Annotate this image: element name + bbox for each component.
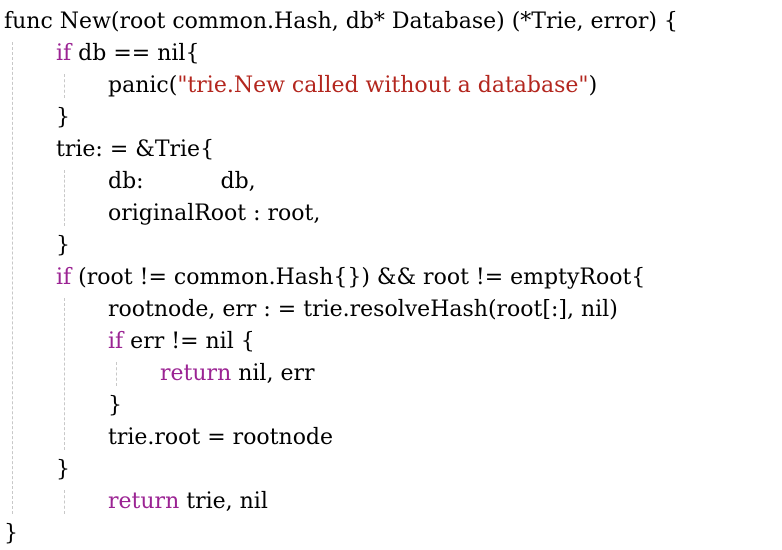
code-token: }	[56, 457, 70, 482]
code-line: }	[56, 102, 70, 134]
code-line: func New(root common.Hash, db* Database)…	[4, 6, 678, 38]
indent-guide	[64, 170, 65, 226]
code-line: if (root != common.Hash{}) && root != em…	[56, 262, 645, 294]
code-token: nil, err	[231, 361, 315, 386]
code-line: }	[108, 390, 122, 422]
code-token: originalRoot : root,	[108, 201, 321, 226]
keyword-token: return	[108, 489, 180, 514]
string-token: "trie.New called without a database"	[177, 73, 589, 98]
code-line: return trie, nil	[108, 486, 268, 518]
code-line: }	[56, 454, 70, 486]
code-line: trie.root = rootnode	[108, 422, 333, 454]
code-token: func New(root common.Hash, db* Database)…	[4, 9, 678, 34]
code-token: }	[56, 233, 70, 258]
indent-guide	[64, 490, 65, 514]
code-line: trie: = &Trie{	[56, 134, 214, 166]
code-line: originalRoot : root,	[108, 198, 320, 230]
code-line: }	[4, 518, 18, 550]
indent-guide	[116, 362, 117, 386]
code-token: trie: = &Trie{	[56, 137, 215, 162]
code-token: rootnode, err : = trie.resolveHash(root[…	[108, 297, 618, 322]
code-line: panic("trie.New called without a databas…	[108, 70, 597, 102]
indent-guide	[64, 298, 65, 450]
keyword-token: if	[108, 329, 124, 354]
code-line: return nil, err	[160, 358, 315, 390]
keyword-token: return	[160, 361, 232, 386]
code-line: if err != nil {	[108, 326, 255, 358]
code-token: panic(	[108, 73, 178, 98]
code-line: if db == nil{	[56, 38, 199, 70]
code-line: db: db,	[108, 166, 256, 198]
code-token: }	[4, 521, 18, 546]
code-token: err != nil {	[123, 329, 255, 354]
code-line: }	[56, 230, 70, 262]
code-line: rootnode, err : = trie.resolveHash(root[…	[108, 294, 618, 326]
code-token: }	[108, 393, 122, 418]
keyword-token: if	[56, 265, 72, 290]
code-token: (root != common.Hash{}) && root != empty…	[71, 265, 646, 290]
code-token: db == nil{	[71, 41, 200, 66]
code-token: trie.root = rootnode	[108, 425, 334, 450]
code-token: trie, nil	[179, 489, 268, 514]
indent-guide	[12, 42, 13, 514]
indent-guide	[64, 74, 65, 98]
code-token: }	[56, 105, 70, 130]
code-token: db: db,	[108, 169, 256, 194]
code-token: )	[588, 73, 598, 98]
keyword-token: if	[56, 41, 72, 66]
